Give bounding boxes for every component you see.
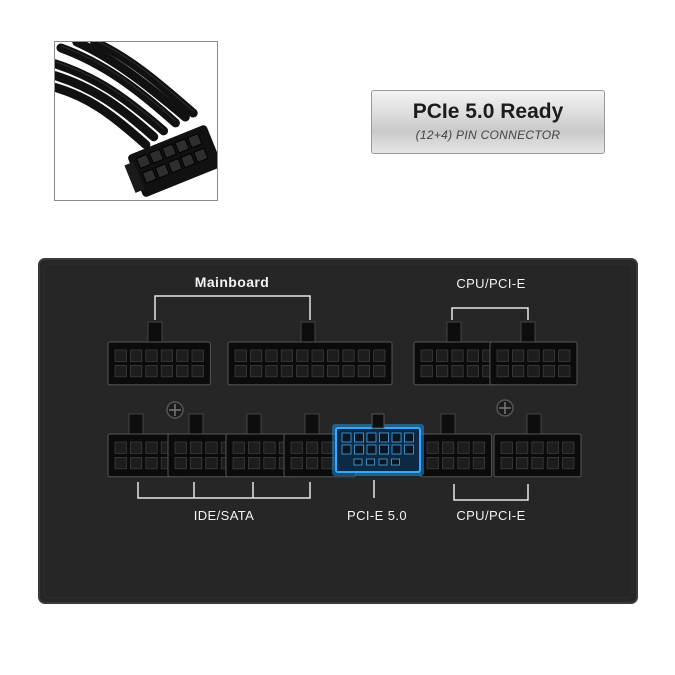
label-pcie-5: PCI-E 5.0 xyxy=(347,508,407,523)
connector-cpu-pcie-1 xyxy=(413,321,502,386)
screw-icon xyxy=(166,401,184,419)
label-ide-sata: IDE/SATA xyxy=(193,508,255,523)
connector-pcie5-12vhpwr xyxy=(332,413,424,476)
label-cpu-pcie-top: CPU/PCI-E xyxy=(456,276,526,291)
connector-cpu-pcie-2 xyxy=(489,321,578,386)
connector-cable-image xyxy=(55,42,217,197)
label-cpu-pcie-bottom: CPU/PCI-E xyxy=(456,508,526,523)
label-mainboard: Mainboard xyxy=(194,274,270,290)
connector-mainboard-12pin xyxy=(107,321,211,386)
cable-thumbnail xyxy=(54,41,218,201)
connector-mainboard-18pin xyxy=(227,321,393,386)
connector-pcie-1 xyxy=(419,413,493,478)
pcie5-ready-badge: PCIe 5.0 Ready (12+4) PIN CONNECTOR xyxy=(371,90,605,154)
badge-subtitle: (12+4) PIN CONNECTOR xyxy=(415,128,561,142)
psu-modular-panel: Mainboard CPU/PCI-E IDE/SATA PCI-E 5.0 C… xyxy=(38,258,638,604)
connector-sata-1 xyxy=(107,413,181,478)
badge-title: PCIe 5.0 Ready xyxy=(412,100,564,123)
connector-sata-3 xyxy=(225,413,299,478)
screw-icon xyxy=(496,399,514,417)
connector-pcie-2 xyxy=(493,413,582,478)
psu-panel-graphic xyxy=(38,258,638,604)
